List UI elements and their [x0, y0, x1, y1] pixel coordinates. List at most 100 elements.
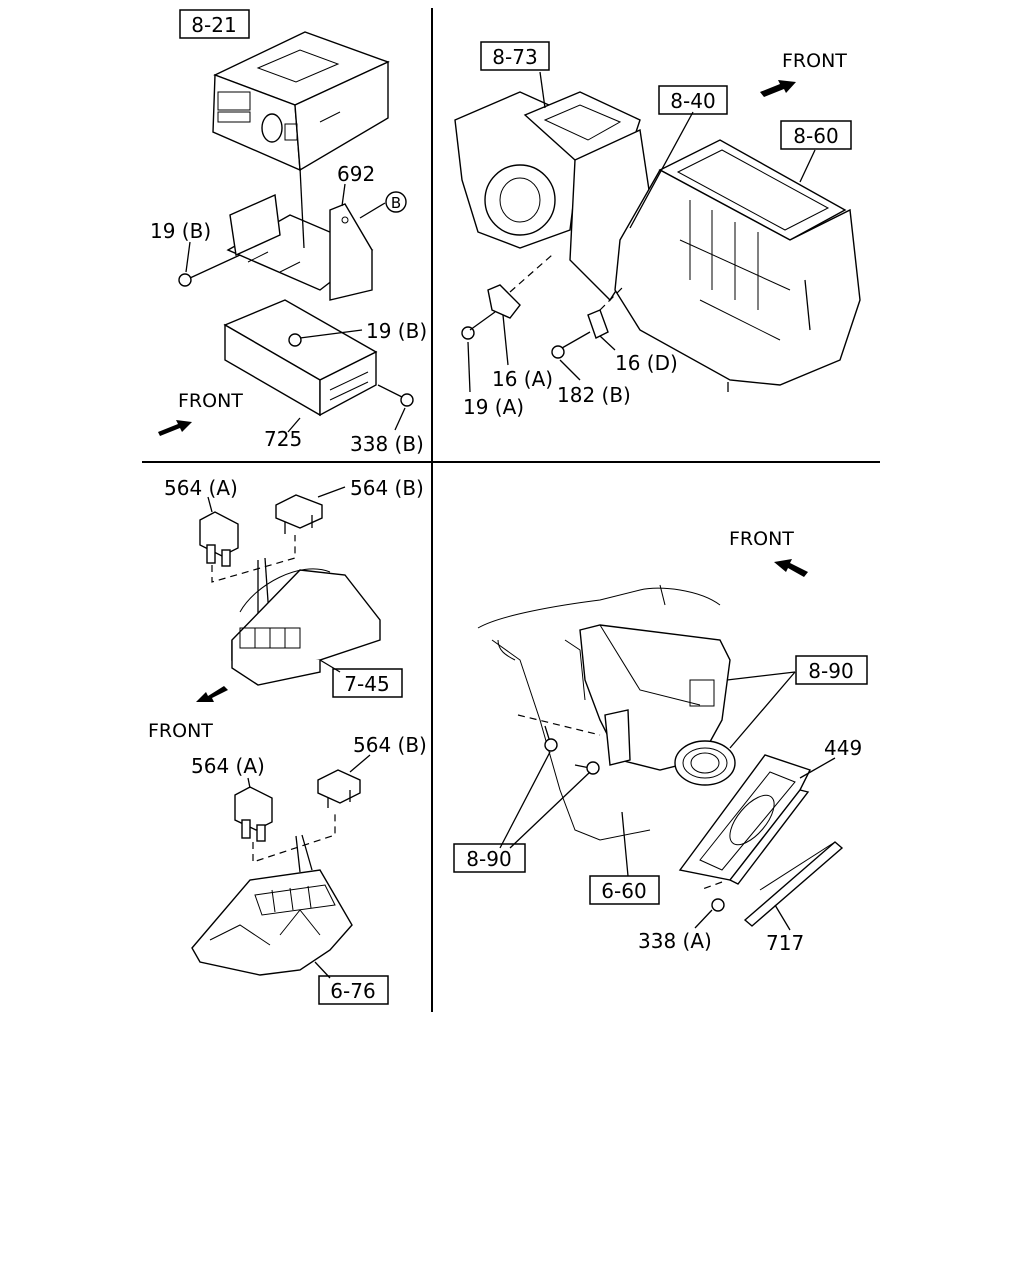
boxed-ref-8-90-left[interactable]: 8-90: [453, 843, 526, 873]
leader-7-45: [319, 659, 341, 673]
boxed-ref-7-45[interactable]: 7-45: [332, 668, 403, 698]
pocket-725: [223, 299, 378, 417]
leader-relay-lower-2: [301, 834, 313, 871]
relay-564a-upper: [199, 511, 239, 567]
ref-8-60: 8-60: [793, 124, 838, 148]
ref-8-73: 8-73: [492, 45, 537, 69]
label-182b: 182 (B): [557, 383, 631, 407]
boxed-ref-8-90-right[interactable]: 8-90: [795, 655, 868, 685]
screw-182b: [551, 345, 565, 359]
front-label: FRONT: [782, 50, 847, 72]
front-label: FRONT: [178, 390, 243, 412]
leader-564b-upper: [317, 486, 346, 498]
label-564a-upper: 564 (A): [164, 476, 238, 500]
screw-left: [544, 725, 558, 752]
front-arrow-icon: [760, 80, 796, 97]
front-arrow-icon: [196, 686, 228, 702]
front-arrow-icon: [774, 559, 808, 577]
leader-449: [799, 757, 836, 779]
label-725: 725: [264, 427, 302, 451]
label-564b-upper: 564 (B): [350, 476, 424, 500]
leader-8-90-d: [509, 771, 591, 849]
leader-182b: [559, 359, 581, 381]
leader-6-60: [621, 811, 629, 877]
label-338b: 338 (B): [350, 432, 424, 456]
dashboard-outline: [477, 584, 721, 841]
panel-bottom-left: [191, 486, 381, 979]
panel-449: [678, 754, 811, 885]
boxed-ref-8-21[interactable]: 8-21: [179, 9, 250, 39]
ref-6-60: 6-60: [601, 879, 646, 903]
boxed-ref-8-60[interactable]: 8-60: [780, 120, 852, 150]
label-449: 449: [824, 736, 862, 760]
relay-564a-lower: [234, 786, 273, 842]
leader-8-90-b: [729, 671, 796, 749]
console-7-45: [231, 568, 381, 686]
heater-unit: [614, 139, 861, 392]
ref-8-21: 8-21: [191, 13, 236, 37]
blower-assembly: [454, 91, 656, 302]
panel-top-right: [454, 71, 861, 393]
radio-head-unit: [212, 31, 390, 172]
label-338a: 338 (A): [638, 929, 712, 953]
bracket-692: [226, 193, 374, 301]
panel-top-left: [158, 31, 414, 436]
boxed-ref-6-76[interactable]: 6-76: [318, 975, 389, 1005]
leader-19a: [467, 341, 471, 393]
label-564a-lower: 564 (A): [191, 754, 265, 778]
screw-19a-shaft: [469, 311, 496, 331]
screw-19b-right: [288, 329, 363, 347]
dash-guide-2: [599, 284, 626, 311]
leader-564a-upper: [207, 496, 213, 513]
dash-guide-upper: [211, 535, 296, 583]
ref-7-45: 7-45: [344, 672, 389, 696]
leader-717: [774, 904, 791, 931]
boxed-ref-6-60[interactable]: 6-60: [589, 875, 660, 905]
front-arrow-icon: [158, 420, 192, 436]
console-6-76: [191, 869, 353, 976]
relay-564b-upper: [275, 494, 323, 534]
ref-8-40: 8-40: [670, 89, 715, 113]
boxed-ref-8-73[interactable]: 8-73: [480, 41, 550, 71]
dash-guide-lower: [252, 810, 336, 863]
lid-717: [743, 841, 844, 927]
ref-8-90-right: 8-90: [808, 659, 853, 683]
circle-b-letter: B: [391, 194, 401, 212]
label-16a: 16 (A): [492, 367, 553, 391]
screw-338b: [377, 384, 414, 407]
relay-564b-lower: [317, 769, 361, 808]
ref-8-90-left: 8-90: [466, 847, 511, 871]
dash-guide-1: [509, 254, 553, 293]
front-label: FRONT: [148, 720, 213, 742]
leader-338b: [394, 407, 406, 431]
bracket-16d: [587, 309, 609, 339]
panel-bottom-right: [477, 559, 844, 931]
leader-564a-lower: [247, 777, 251, 789]
leader-8-60: [799, 149, 816, 183]
leader-circle-b: [359, 202, 386, 219]
label-717: 717: [766, 931, 804, 955]
label-19a: 19 (A): [463, 395, 524, 419]
screw-182b-shaft: [561, 331, 591, 349]
leader-8-40: [629, 111, 694, 229]
dash-guide-duct: [517, 714, 601, 736]
leader-8-73: [539, 71, 546, 109]
leader-16d: [599, 335, 616, 351]
leader-8-90-a: [726, 671, 796, 681]
label-564b-lower: 564 (B): [353, 733, 427, 757]
label-692: 692: [337, 162, 375, 186]
leader-19b-left: [185, 241, 191, 273]
screw-338a: [711, 898, 725, 912]
label-19b-left: 19 (B): [150, 219, 211, 243]
ref-6-76: 6-76: [330, 979, 375, 1003]
leader-16a: [502, 314, 509, 366]
boxed-ref-8-40[interactable]: 8-40: [658, 85, 728, 115]
screw-right: [574, 761, 600, 775]
leader-725: [287, 417, 301, 433]
front-label: FRONT: [729, 528, 794, 550]
leader-692: [341, 183, 346, 207]
label-16d: 16 (D): [615, 351, 678, 375]
leader-relay-lower-1: [295, 835, 301, 873]
leader-8-90-c: [499, 751, 551, 849]
